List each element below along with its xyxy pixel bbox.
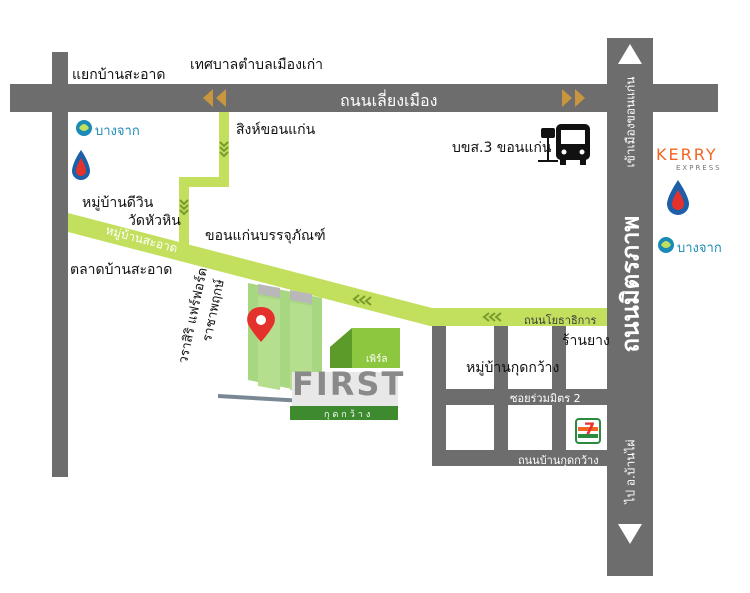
green-road-sing [179, 112, 229, 245]
green-road-diagonal [68, 213, 607, 326]
project-name: FIRST [292, 365, 406, 403]
seven-eleven-label: 7 [584, 419, 596, 438]
bangchak-logo-icon-right [658, 237, 674, 253]
label-yaek-ban-sa-at: แยกบ้านสะอาด [72, 67, 166, 83]
arrow-up-icon [618, 44, 642, 64]
ptt-station-icon-right [667, 180, 689, 215]
label-mittraphap: ถนนมิตรภาพ [616, 215, 645, 353]
label-moo-ban-dee-win: หมู่บ้านดีวิน [82, 195, 154, 211]
kerry-label: KERRY [656, 145, 718, 164]
label-khlong-road: ถนนโยธาธิการ [524, 314, 597, 327]
label-direction-north: เข้าเมืองขอนแก่น [623, 76, 638, 168]
label-soi-ruam-mit: ซอยร่วมมิตร 2 [510, 392, 581, 405]
road-soi-ruam-mit [432, 389, 607, 405]
road-east-west [10, 84, 718, 112]
project-prefix: เพิร์ล [366, 354, 388, 365]
green-road-chevrons [179, 141, 502, 322]
road-ban-kut-kwang [432, 450, 607, 466]
project-site-plot-gray [258, 284, 280, 298]
label-moo-ban-kut-kwang: หมู่บ้านกุดกว้าง [466, 360, 560, 376]
project-site-plot-strip-2 [290, 302, 312, 394]
label-khon-kaen-packaging: ขอนแก่นบรรจุภัณฑ์ [205, 228, 326, 244]
project-site-plot-gray-2 [290, 290, 312, 304]
bangchak-label-right: บางจาก [677, 241, 722, 256]
label-bus-terminal: บขส.3 ขอนแก่น [452, 140, 552, 156]
label-sing-khon-kaen: สิงห์ขอนแก่น [236, 122, 316, 138]
label-thetsaban: เทศบาลตำบลเมืองเก่า [190, 57, 324, 73]
label-ran-yang: ร้านยาง [562, 333, 610, 349]
kerry-sub-label: EXPRESS [676, 164, 722, 172]
project-sub: กุดกว้าง [324, 410, 374, 420]
seven-eleven-icon [575, 418, 601, 444]
label-direction-south: ไป อ.บ้านไผ่ [623, 439, 638, 504]
location-pin-icon [247, 307, 275, 342]
bus-stop-icon [538, 128, 558, 162]
label-talat-ban-sa-at: ตลาดบ้านสะอาด [70, 262, 173, 278]
arrow-down-icon [618, 524, 642, 544]
ptt-station-icon [72, 150, 90, 180]
label-road-east-west: ถนนเลี่ยงเมือง [340, 91, 438, 110]
road-mittraphap [607, 38, 653, 576]
road-left-vertical [52, 52, 68, 477]
label-ban-kut-kwang-road: ถนนบ้านกุดกว้าง [518, 454, 599, 467]
first-block-face [330, 328, 352, 368]
bangchak-label: บางจาก [95, 124, 140, 139]
bangchak-logo-icon [76, 120, 92, 136]
label-wat-hua-hin: วัดหัวหิน [128, 213, 181, 229]
road-direction-arrows [203, 89, 585, 107]
bus-icon [556, 124, 590, 165]
first-block-base [290, 406, 398, 420]
first-block-shade [292, 372, 398, 406]
